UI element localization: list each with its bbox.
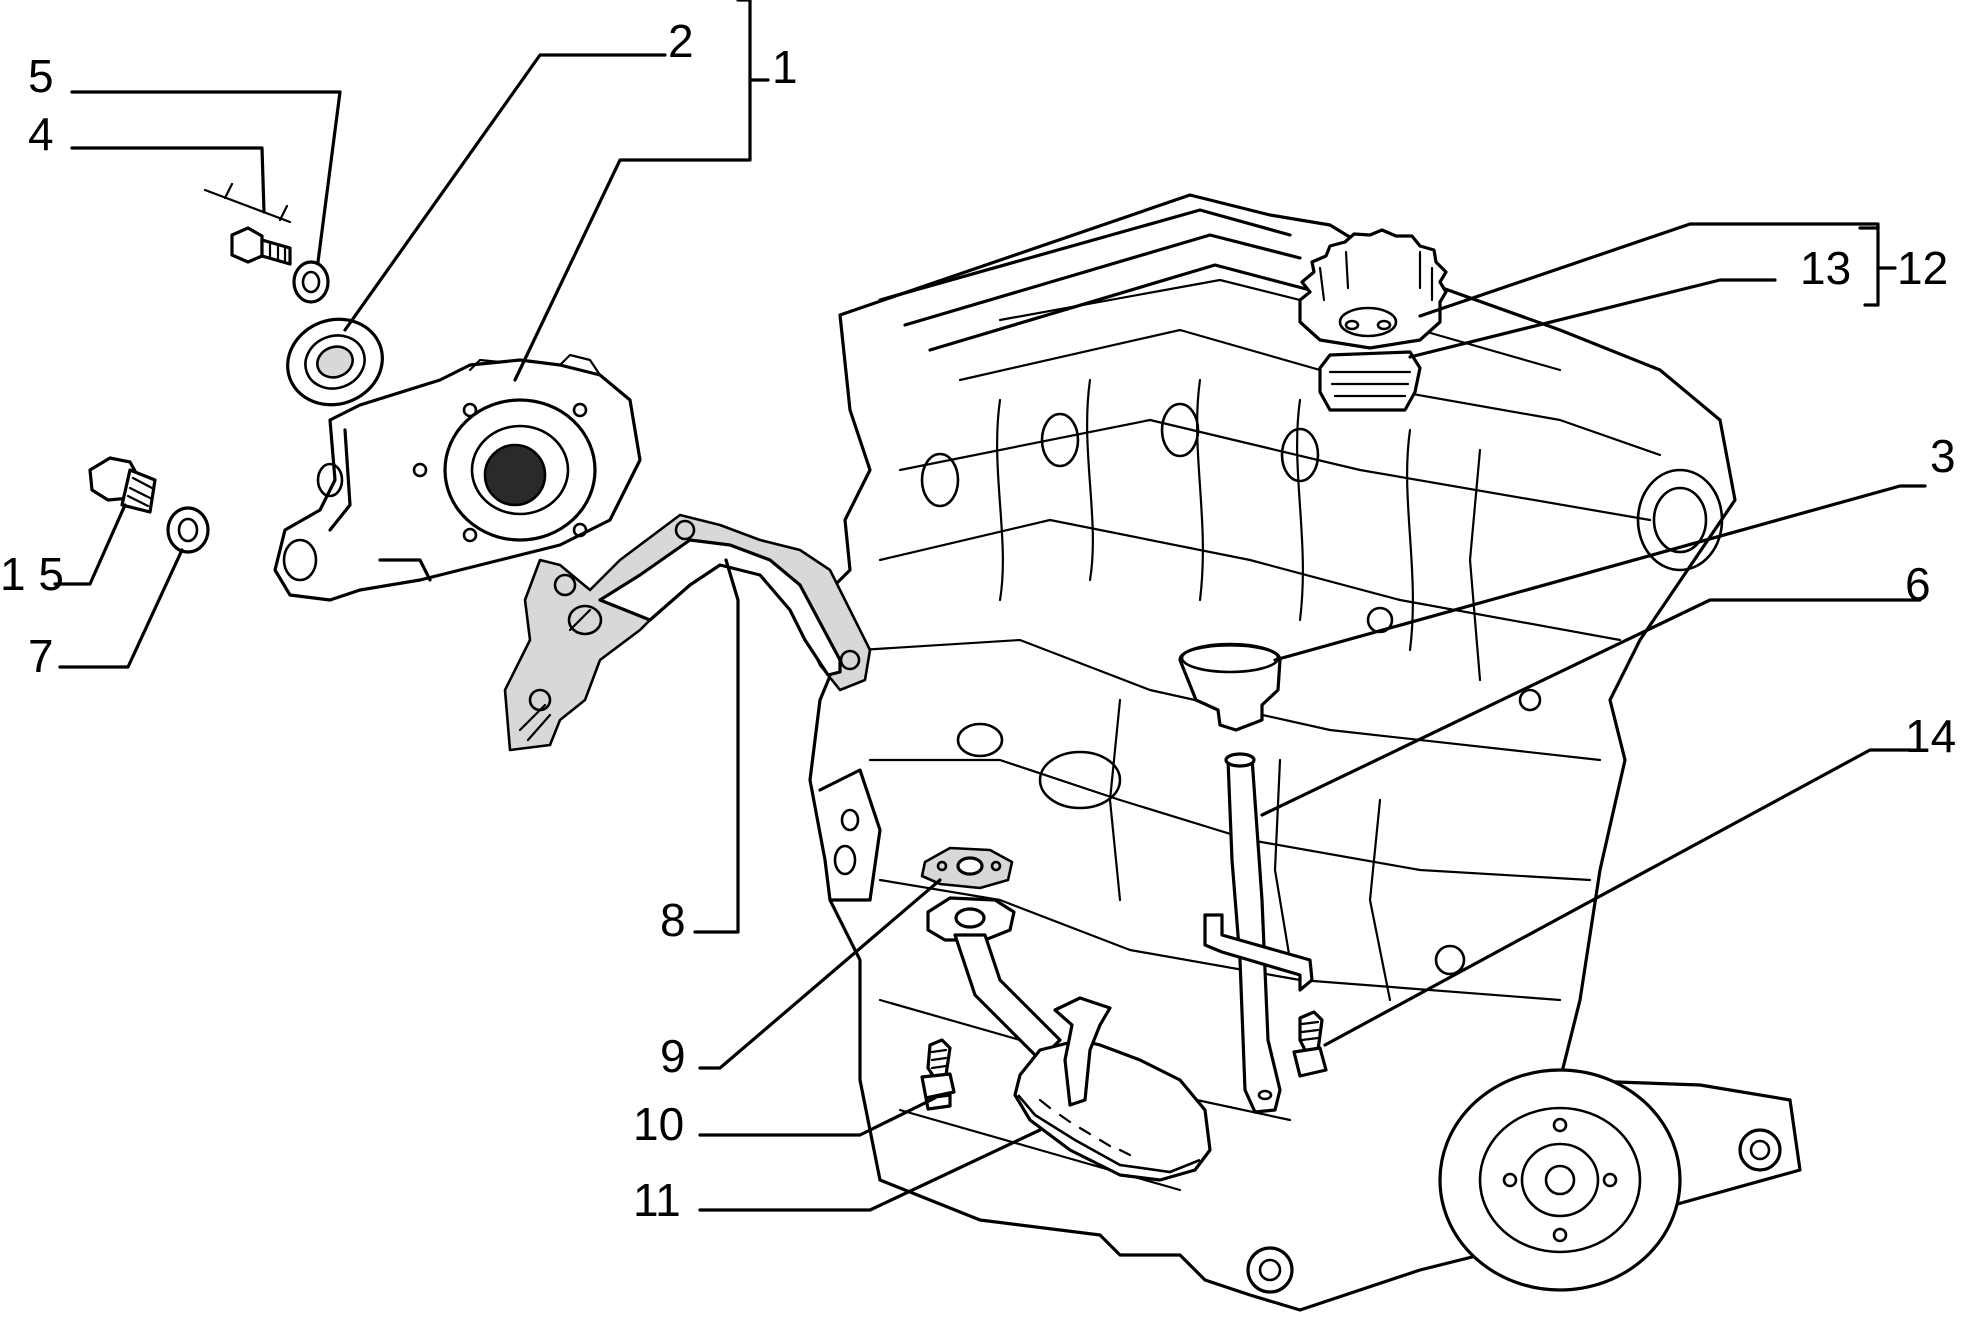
drain-plug xyxy=(88,456,157,514)
callout-10: 10 xyxy=(633,1098,684,1150)
oil-pickup-gasket xyxy=(920,846,1016,942)
engine-block xyxy=(808,193,1802,1312)
pickup-bolt xyxy=(920,1038,956,1111)
callout-4: 4 xyxy=(28,108,54,160)
callout-9: 9 xyxy=(660,1030,686,1082)
crankshaft-oil-seal xyxy=(286,317,384,407)
filler-cap-seal xyxy=(1318,350,1422,412)
tube-bracket-bolt xyxy=(1292,1010,1328,1078)
callout-labels: 5 4 2 1 1 5 7 8 13 12 3 6 14 9 10 11 xyxy=(0,15,1956,1226)
leader-lines xyxy=(53,0,1927,1212)
callout-12: 12 xyxy=(1897,242,1948,294)
oil-pump-housing xyxy=(273,353,642,602)
callout-11: 11 xyxy=(633,1174,681,1226)
oil-pickup-strainer xyxy=(953,933,1212,1182)
pump-washer xyxy=(292,260,330,304)
callout-1: 1 xyxy=(772,41,798,93)
pump-bolt xyxy=(230,226,292,266)
callout-5: 5 xyxy=(28,50,54,102)
drain-plug-washer xyxy=(166,506,210,554)
dipstick-tube xyxy=(1203,752,1314,1114)
callout-8: 8 xyxy=(660,894,686,946)
callout-13: 13 xyxy=(1800,242,1851,294)
callout-7: 7 xyxy=(28,630,54,682)
dipstick-tube-cap xyxy=(1178,642,1282,732)
callout-15: 1 5 xyxy=(0,548,64,600)
oil-pump-gasket xyxy=(503,513,872,752)
oil-filler-cap xyxy=(1298,228,1448,350)
callout-6: 6 xyxy=(1905,558,1931,610)
callout-3: 3 xyxy=(1930,430,1956,482)
callout-14: 14 xyxy=(1905,710,1956,762)
callout-2: 2 xyxy=(668,15,694,67)
